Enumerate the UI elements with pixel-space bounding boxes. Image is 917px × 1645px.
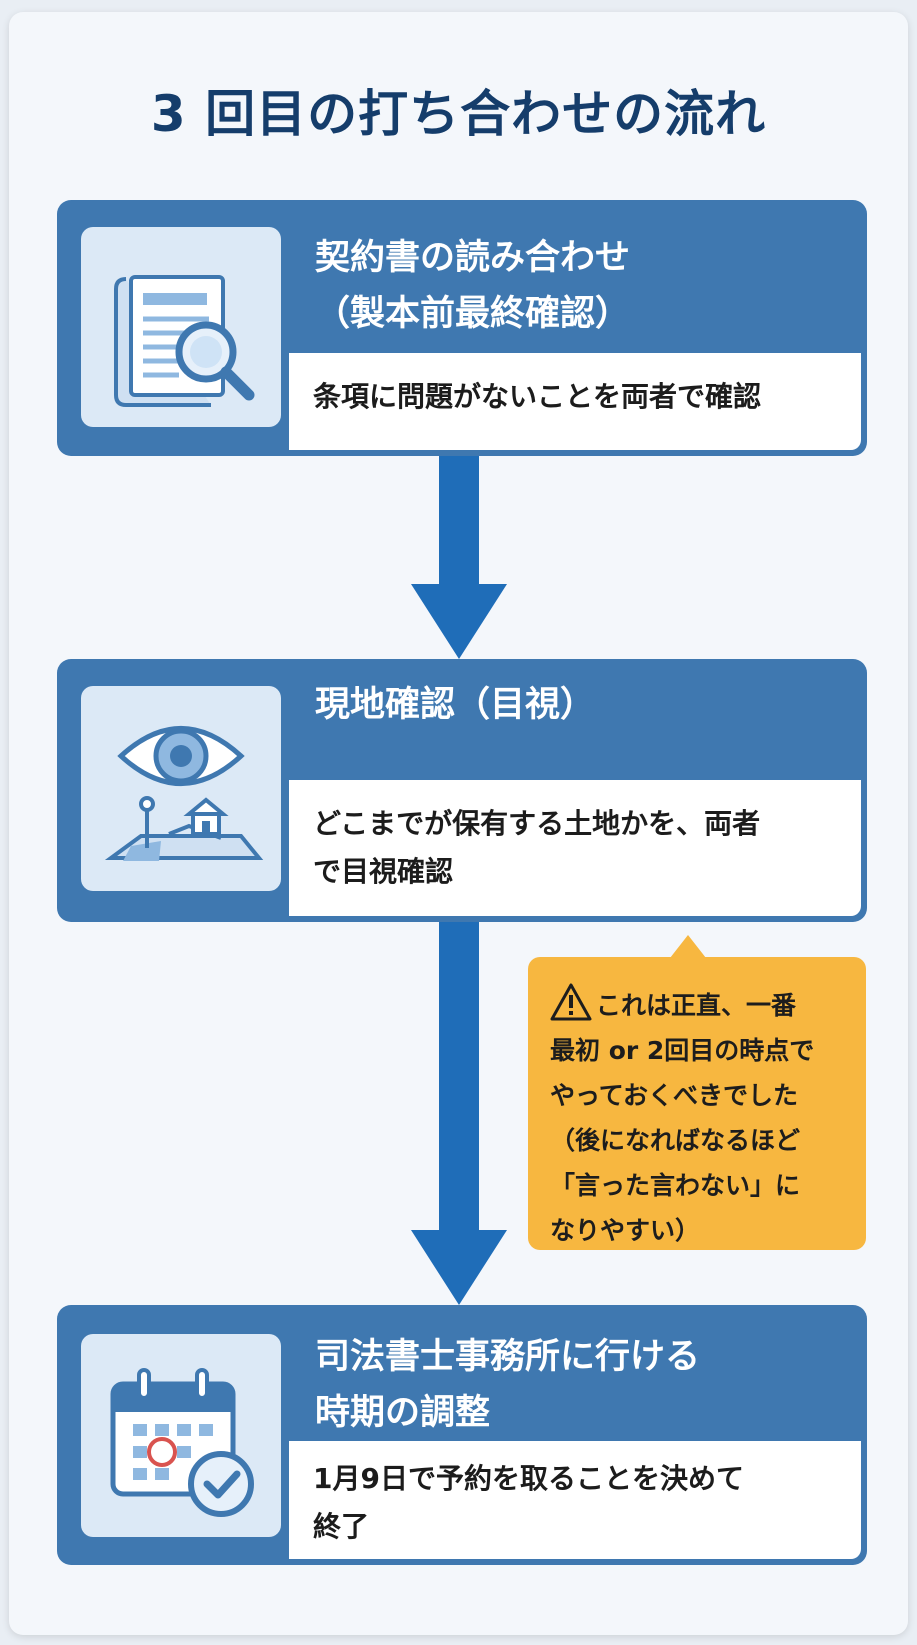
arrow-down-icon [411, 922, 507, 1305]
warning-icon [550, 983, 592, 1021]
eye-land-map-icon [104, 726, 264, 861]
step-icon-tile [81, 1334, 281, 1537]
document-magnifier-icon [114, 275, 255, 407]
note-line: 「言った言わない」に [550, 1171, 801, 1200]
warning-note: これは正直、一番 最初 or 2回目の時点で やっておくべきでした （後になれば… [528, 935, 866, 1250]
flow-arrow-1 [411, 456, 507, 659]
note-line: （後になればなるほど [550, 1126, 801, 1155]
arrow-down-icon [411, 456, 507, 659]
step-title: 現地確認（目視） [315, 685, 596, 725]
step-site-inspection: 現地確認（目視） どこまでが保有する土地かを、両者 で目視確認 [57, 659, 867, 922]
step-icon-tile [81, 227, 281, 427]
step-description: 1月9日で予約を取ることを決めて 終了 [289, 1441, 861, 1559]
note-line: これは正直、一番 [550, 983, 852, 1028]
flow-arrow-2 [411, 922, 507, 1305]
note-line: 最初 or 2回目の時点で [550, 1036, 815, 1065]
step-title: 契約書の読み合わせ （製本前最終確認） [315, 238, 631, 334]
calendar-check-icon [110, 1368, 254, 1517]
step-description: 条項に問題がないことを両者で確認 [289, 353, 861, 450]
note-line: なりやすい） [550, 1216, 701, 1245]
step-contract-review: 契約書の読み合わせ （製本前最終確認） 条項に問題がないことを両者で確認 [57, 200, 867, 456]
note-line: やっておくべきでした [550, 1081, 799, 1110]
step-icon-tile [81, 686, 281, 891]
step-description: どこまでが保有する土地かを、両者 で目視確認 [289, 780, 861, 916]
page-title: 3 回目の打ち合わせの流れ [150, 85, 767, 143]
step-schedule-adjustment: 司法書士事務所に行ける 時期の調整 1月9日で予約を取ることを決めて 終了 [57, 1305, 867, 1565]
step-title: 司法書士事務所に行ける 時期の調整 [315, 1337, 701, 1433]
